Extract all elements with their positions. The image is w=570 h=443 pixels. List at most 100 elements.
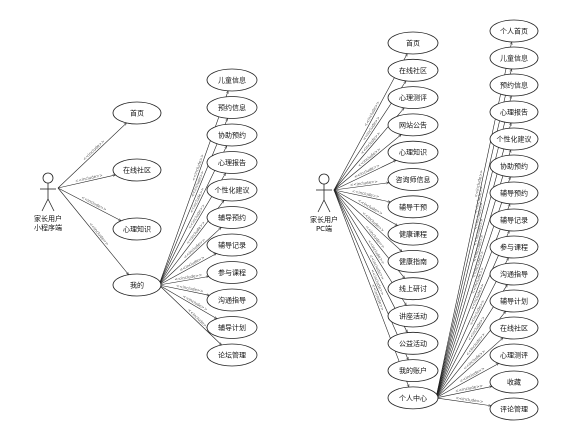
use-case-shape [112,217,162,241]
right-sub-use-case: 预约信息 [489,73,539,97]
right-include-label: <<include>> [350,179,378,188]
left-actor-edge [57,187,129,275]
use-case-label: 健康课程 [399,230,427,239]
right-sub-edge [435,397,491,406]
right-use-case: 公益活动 [387,331,439,355]
use-case-label: 网站公告 [399,120,427,129]
left-sub-use-case: 心理报告 [206,151,258,174]
actor-head [318,173,330,185]
use-case-shape [489,316,539,340]
use-case-label: 收藏 [507,378,521,387]
left-sub-use-case: 预约信息 [206,96,258,119]
use-case-label: 评论管理 [500,405,528,414]
use-case-label: 健康指南 [399,257,427,266]
use-case-shape [206,261,258,284]
use-case-label: 辅导预约 [500,189,528,198]
use-case-label: 咨询师信息 [396,175,431,184]
right-sub-use-case: 在线社区 [489,316,539,340]
use-case-label: 讲座活动 [399,312,427,321]
use-case-label: 我的 [130,281,144,290]
right-actor-edge [333,183,389,191]
use-case-shape [387,31,439,55]
right-sub-edge [435,363,499,399]
use-case-label: 沟通指导 [500,270,528,279]
use-case-label: 个性化建议 [215,186,250,195]
use-case-shape [206,123,258,147]
right-actor-edge [333,189,409,360]
use-case-label: 在线社区 [500,324,528,333]
left-sub-use-case: 沟通指导 [206,288,258,312]
use-case-label: 协助预约 [218,131,246,140]
actor-leg-left [317,199,325,213]
use-case-shape [489,154,539,178]
use-case-shape [489,46,539,70]
right-include-label: <<include>> [352,188,380,199]
right-sub-use-case: 协助预约 [489,154,539,178]
use-case-shape [206,178,258,202]
right-sub-include-label: <<include>> [455,383,483,393]
right-sub-edge [435,231,510,399]
use-case-label: 协助预约 [500,162,528,171]
right-sub-use-case: 个性化建议 [489,127,539,151]
use-case-label: 参与课程 [500,243,528,252]
right-sub-edge [435,204,510,399]
use-case-shape [387,86,439,109]
use-case-shape [387,58,439,82]
use-case-label: 预约信息 [500,81,528,90]
right-sub-use-case: 辅导计划 [489,289,539,313]
right-sub-include-label: <<include>> [455,395,483,404]
right-actor-edge [333,135,401,191]
use-case-shape [387,113,439,137]
left-sub-use-case: 辅导预约 [206,206,258,229]
use-case-label: 在线社区 [123,166,151,175]
use-case-shape [387,277,439,301]
right-use-case: 讲座活动 [387,304,439,328]
use-case-shape [489,127,539,151]
right-sub-edge [435,386,492,399]
use-case-label: 心理测评 [500,352,528,360]
use-case-label: 线上研讨 [399,284,427,293]
left-sub-use-case: 论坛管理 [206,343,258,367]
use-case-shape [489,343,539,367]
right-use-case: 在线社区 [387,58,439,82]
right-use-case: 心理知识 [387,140,439,164]
actor-platform-label: 小程序端 [34,223,62,232]
right-use-case: 健康指南 [387,249,439,273]
left-include-label: <<include>> [75,172,103,183]
left-include-label: <<include>> [81,195,108,212]
use-case-shape [489,100,539,124]
left-include-label: <<include>> [82,139,106,162]
left-use-case: 心理知识 [112,217,162,241]
use-case-label: 沟通指导 [218,296,246,305]
right-sub-edge [435,69,511,398]
left-sub-include-label: <<include>> [174,272,202,282]
use-case-shape [387,222,439,246]
use-case-shape [387,249,439,273]
use-case-label: 首页 [406,39,420,48]
use-case-label: 个性化建议 [497,135,532,144]
right-sub-use-case: 辅导记录 [489,208,539,232]
use-case-label: 个人中心 [399,393,427,402]
use-case-shape [387,386,439,410]
left-sub-include-label: <<include>> [182,293,209,311]
right-sub-use-case: 评论管理 [489,397,539,421]
right-actor-edge [333,189,402,252]
use-case-shape [206,206,258,229]
use-case-label: 辅导记录 [218,241,246,250]
left-sub-edge [158,91,228,286]
use-case-label: 心理测评 [399,94,427,102]
left-use-case: 在线社区 [112,158,162,182]
right-sub-include-label: <<include>> [472,202,484,230]
use-case-shape [387,195,439,219]
use-case-label: 预约信息 [218,103,246,112]
use-case-label: 辅导计划 [218,323,246,332]
right-sub-use-case: 收藏 [489,370,539,394]
use-case-shape [387,168,439,191]
right-actor-edge [333,189,398,226]
left-sub-edge [158,227,221,286]
use-case-label: 辅导干预 [399,202,427,211]
use-case-shape [206,96,258,119]
